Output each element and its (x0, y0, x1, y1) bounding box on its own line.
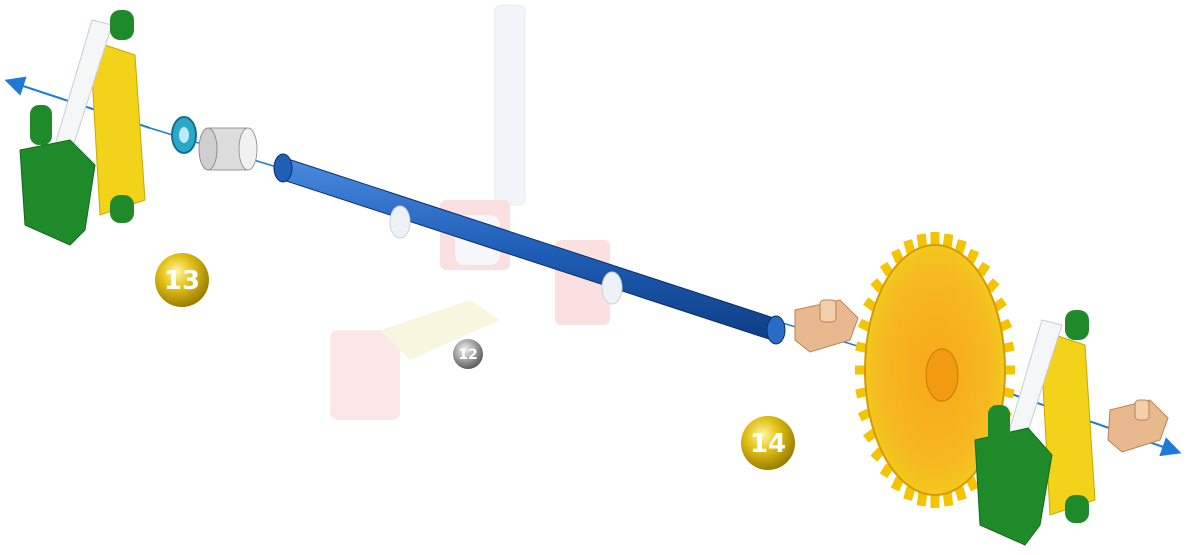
left-wheel-assembly (20, 10, 145, 245)
left-green-peg-mid (30, 105, 52, 145)
gear-tooth (856, 392, 866, 394)
step-badge-13: 13 (155, 253, 209, 307)
gear-tooth (921, 234, 923, 247)
right-green-peg-mid (988, 405, 1010, 445)
gear-tooth (1001, 323, 1010, 327)
gear-tooth (866, 433, 875, 440)
gear-tooth (947, 234, 949, 247)
gear-hub (926, 349, 958, 401)
gear-tooth (947, 493, 949, 506)
gear-tooth (980, 264, 986, 274)
gear-tooth (860, 323, 869, 327)
gear-tooth (996, 301, 1005, 308)
right-green-peg-top (1065, 310, 1089, 340)
step-number-13: 13 (164, 266, 200, 296)
gear-tooth (895, 478, 900, 489)
gear-tooth (895, 250, 900, 261)
blue-axle (274, 154, 785, 344)
gear-tooth (970, 478, 975, 489)
gear-tooth (959, 487, 962, 499)
right-green-peg-bottom (1065, 495, 1089, 523)
step-badge-12: 12 (453, 339, 483, 369)
step-badge-14: 14 (741, 416, 795, 470)
gear-tooth (856, 346, 866, 348)
faded-vertical-post (495, 5, 525, 205)
gear-tooth (970, 250, 975, 261)
step-number-12: 12 (458, 347, 477, 363)
gear-tooth (884, 466, 890, 476)
gear-tooth (1004, 392, 1014, 394)
gear-tooth (874, 281, 882, 289)
gear-tooth (874, 450, 882, 458)
gear-tooth (1004, 346, 1014, 348)
step-number-14: 14 (750, 429, 786, 459)
axle-white-collar (390, 206, 410, 238)
tan-connector-clip-right (1108, 400, 1168, 452)
left-green-peg-top (110, 10, 134, 40)
axle-white-collar-2 (602, 272, 622, 304)
gear-tooth (908, 240, 911, 252)
teal-ring-hole (179, 127, 189, 143)
gear-tooth (866, 301, 875, 308)
gear-tooth (860, 413, 869, 417)
right-green-bracket (975, 428, 1052, 545)
gear-tooth (959, 240, 962, 252)
gear-tooth (884, 264, 890, 274)
tan-connector-clip (795, 300, 858, 352)
gear-tooth (921, 493, 923, 506)
gear-tooth (908, 487, 911, 499)
left-green-bracket (20, 140, 95, 245)
left-green-peg-bottom (110, 195, 134, 223)
gear-tooth (989, 281, 997, 289)
white-bushing (199, 128, 257, 170)
faded-red-block-3 (330, 330, 400, 420)
